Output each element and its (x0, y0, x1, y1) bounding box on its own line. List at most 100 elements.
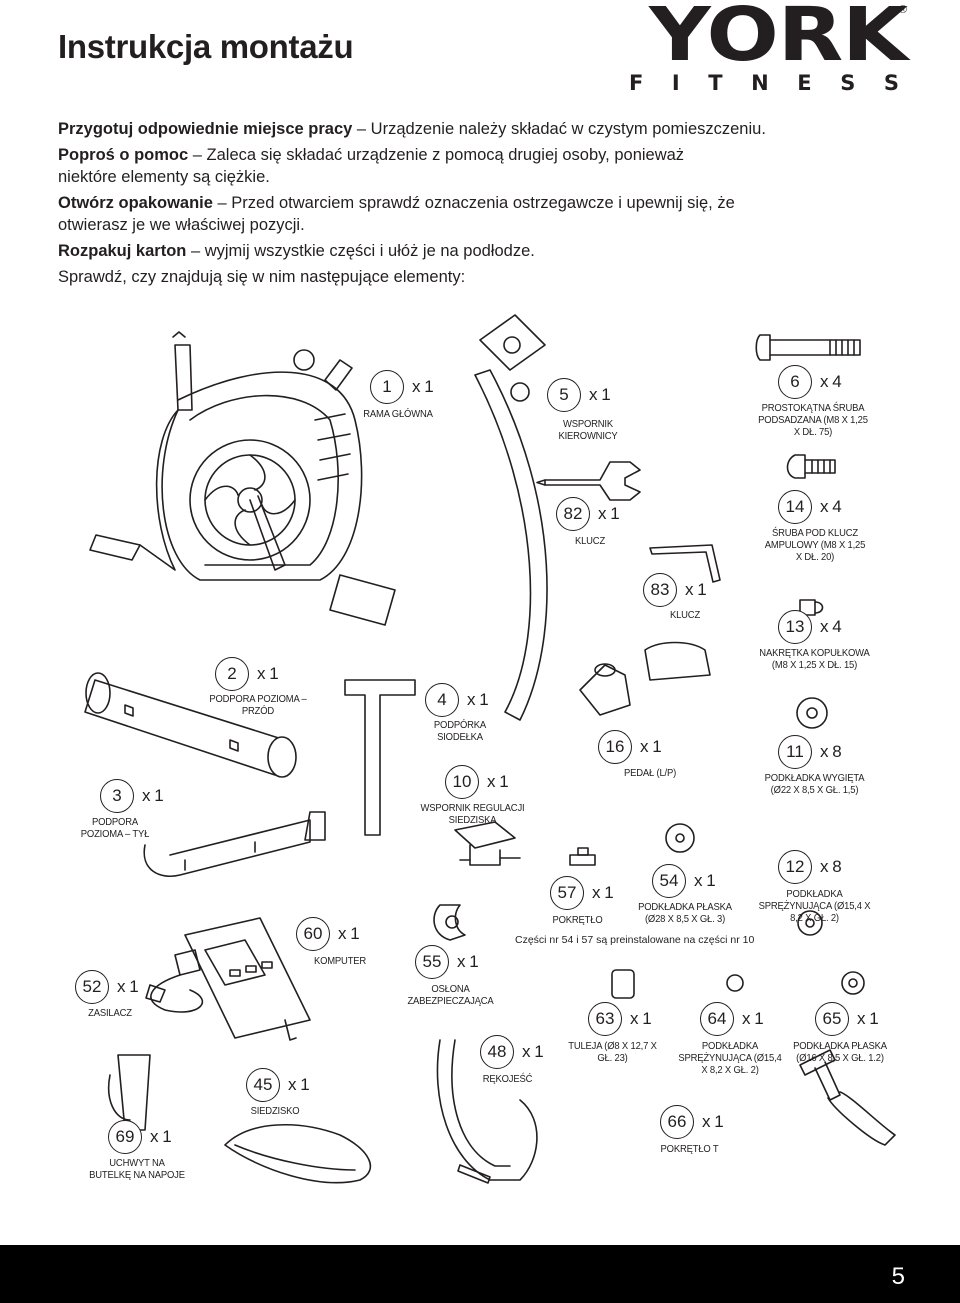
part-name: UCHWYT NA BUTELKĘ NA NAPOJE (89, 1157, 185, 1181)
part-quantity: x 1 (150, 1127, 172, 1146)
console-drawing (184, 917, 311, 1041)
allen-bolt-drawing (786, 454, 836, 479)
part-label: 48 x 1 (480, 1035, 544, 1069)
part-label: 60 x 1 (296, 917, 360, 951)
part-number-badge: 52 (75, 970, 109, 1004)
logo-letter: S (883, 71, 899, 95)
part-name: NAKRĘTKA KOPUŁKOWA (M8 X 1,25 X DŁ. 15) (759, 647, 870, 671)
flat-washer-small-drawing (841, 971, 865, 995)
part-quantity: x 1 (640, 737, 662, 756)
part-name: TULEJA (Ø8 X 12,7 X GŁ. 23) (568, 1040, 657, 1064)
protective-cover-drawing (433, 904, 466, 941)
part-number-badge: 2 (215, 657, 249, 691)
part-number-badge: 3 (100, 779, 134, 813)
part-number-badge: 66 (660, 1105, 694, 1139)
part-number-badge: 64 (700, 1002, 734, 1036)
power-adapter-drawing (145, 949, 204, 1013)
part-name: KLUCZ (574, 535, 606, 547)
part-label: 83 x 1 (643, 573, 707, 607)
allen-key-drawing (649, 544, 721, 583)
part-number-badge: 48 (480, 1035, 514, 1069)
part-number-badge: 11 (778, 735, 812, 769)
logo-letter: F (629, 71, 644, 95)
intro-text: Przygotuj odpowiednie miejsce pracy – Ur… (58, 118, 858, 292)
part-name: KLUCZ (669, 609, 701, 621)
part-quantity: x 1 (589, 385, 611, 404)
part-number-badge: 63 (588, 1002, 622, 1036)
wrench-drawing (536, 461, 641, 501)
part-number-badge: 14 (778, 490, 812, 524)
part-quantity: x 1 (592, 883, 614, 902)
part-number-badge: 54 (652, 864, 686, 898)
part-label: 69 x 1 (108, 1120, 172, 1154)
part-label: 45 x 1 (246, 1068, 310, 1102)
part-name: WSPORNIK KIEROWNICY (558, 418, 618, 442)
part-name: RĘKOJEŚĆ (482, 1073, 533, 1085)
part-quantity: x 1 (685, 580, 707, 599)
part-name: PEDAŁ (L/P) (623, 767, 677, 779)
rear-stabilizer-drawing (143, 811, 326, 877)
part-label: 10 x 1 (445, 765, 509, 799)
logo-letter: E (797, 71, 812, 95)
main-frame-drawing (89, 331, 396, 626)
part-number-badge: 6 (778, 365, 812, 399)
part-label: 5 x 1 (547, 378, 611, 412)
spring-washer-drawing (797, 910, 823, 936)
part-label: 63 x 1 (588, 1002, 652, 1036)
preinstalled-note: Części nr 54 i 57 są preinstalowane na c… (515, 934, 755, 946)
intro-paragraph: Przygotuj odpowiednie miejsce pracy – Ur… (58, 120, 766, 138)
part-quantity: x 1 (487, 772, 509, 791)
part-label: 11 x 8 (778, 735, 842, 769)
part-quantity: x 8 (820, 742, 842, 761)
part-quantity: x 1 (702, 1112, 724, 1131)
part-quantity: x 1 (522, 1042, 544, 1061)
part-quantity: x 1 (142, 786, 164, 805)
part-number-badge: 5 (547, 378, 581, 412)
part-number-badge: 16 (598, 730, 632, 764)
seat-drawing (224, 1123, 372, 1184)
part-name: KOMPUTER (313, 955, 367, 967)
bottle-holder-drawing (108, 1054, 151, 1131)
logo-letter: S (840, 71, 856, 95)
handlebar-drawing (436, 1039, 538, 1184)
part-quantity: x 1 (257, 664, 279, 683)
page-title: Instrukcja montażu (58, 28, 354, 65)
part-quantity: x 1 (857, 1009, 879, 1028)
part-name: PODKŁADKA PŁASKA (Ø16 X 8,5 X GŁ. 1.2) (793, 1040, 887, 1064)
part-label: 2 x 1 (215, 657, 279, 691)
knob-drawing (569, 847, 596, 866)
part-label: 54 x 1 (652, 864, 716, 898)
part-label: 57 x 1 (550, 876, 614, 910)
part-label: 4 x 1 (425, 683, 489, 717)
bushing-drawing (611, 969, 635, 999)
part-quantity: x 1 (338, 924, 360, 943)
part-number-badge: 57 (550, 876, 584, 910)
logo-subtitle: F I T N E S S (629, 71, 899, 95)
intro-paragraph: Sprawdź, czy znajdują się w nim następuj… (58, 268, 466, 286)
part-label: 65 x 1 (815, 1002, 879, 1036)
part-number-badge: 55 (415, 945, 449, 979)
york-fitness-logo: YORK ® F I T N E S S (617, 0, 908, 97)
part-number-badge: 45 (246, 1068, 280, 1102)
part-name: PODKŁADKA WYGIĘTA (Ø22 X 8,5 X GŁ. 1,5) (764, 772, 865, 796)
part-number-badge: 82 (556, 497, 590, 531)
part-quantity: x 1 (694, 871, 716, 890)
part-name: ZASILACZ (88, 1007, 132, 1019)
part-label: 3 x 1 (100, 779, 164, 813)
part-name: OSŁONA ZABEZPIECZAJĄCA (407, 983, 494, 1007)
part-label: 52 x 1 (75, 970, 139, 1004)
spring-washer-small-drawing (726, 974, 744, 992)
page-footer: 5 (0, 1245, 960, 1303)
handlebar-post-drawing (474, 314, 548, 721)
part-number-badge: 1 (370, 370, 404, 404)
page-number: 5 (891, 1263, 905, 1290)
part-quantity: x 8 (820, 857, 842, 876)
part-quantity: x 1 (117, 977, 139, 996)
pedal-drawing (579, 641, 711, 716)
part-label: 6 x 4 (778, 365, 842, 399)
seat-post-drawing (344, 679, 416, 836)
part-quantity: x 4 (820, 372, 842, 391)
part-name: ŚRUBA POD KLUCZ AMPULOWY (M8 X 1,25 X DŁ… (764, 527, 866, 563)
part-label: 16 x 1 (598, 730, 662, 764)
intro-paragraph: Rozpakuj karton – wyjmij wszystkie częśc… (58, 242, 535, 260)
